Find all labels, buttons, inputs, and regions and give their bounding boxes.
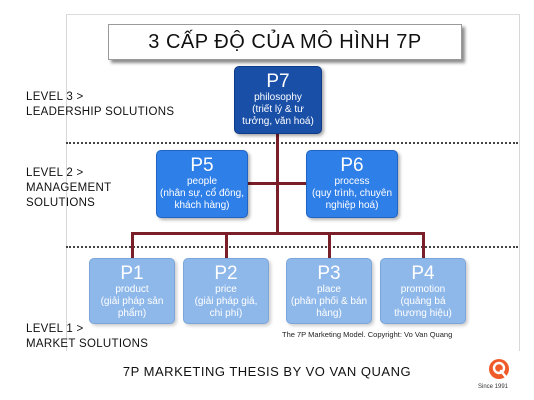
node-p1: P1 product (giải pháp sản phẩm)	[89, 258, 175, 324]
node-p5-desc: (nhân sự, cổ đông, khách hàng)	[160, 188, 244, 211]
level-1-line-1: LEVEL 1 >	[26, 323, 84, 335]
connector-p3	[328, 232, 331, 259]
node-p5-label: people	[186, 176, 218, 187]
node-p6-label: process	[334, 176, 370, 187]
node-p7: P7 philosophy (triết lý & tư tưởng, văn …	[234, 66, 322, 134]
node-p2-code: P2	[214, 263, 238, 284]
node-p4-code: P4	[411, 263, 435, 284]
connector-p1	[131, 232, 134, 259]
level-3-line-1: LEVEL 3 >	[26, 91, 84, 103]
level-1-line-2: MARKET SOLUTIONS	[26, 338, 149, 350]
node-p7-code: P7	[266, 71, 290, 92]
node-p5: P5 people (nhân sự, cổ đông, khách hàng)	[156, 150, 248, 218]
node-p1-label: product	[115, 284, 149, 295]
copyright-caption: The 7P Marketing Model. Copyright: Vo Va…	[282, 330, 453, 339]
node-p1-code: P1	[120, 263, 144, 284]
level-2-label: LEVEL 2 > MANAGEMENT SOLUTIONS	[26, 166, 111, 211]
node-p3-label: place	[317, 284, 341, 295]
node-p3-desc: (phân phối & bán hàng)	[290, 296, 368, 319]
divider-level-3	[66, 142, 518, 144]
level-2-line-1: LEVEL 2 >	[26, 167, 84, 179]
node-p7-label: philosophy	[254, 92, 302, 103]
node-p2: P2 price (giải pháp giá, chi phí)	[183, 258, 269, 324]
node-p6: P6 process (quy trình, chuyên nghiệp hoá…	[306, 150, 398, 218]
q-logo-icon	[489, 359, 509, 379]
level-2-line-2: MANAGEMENT	[26, 182, 112, 194]
node-p3: P3 place (phân phối & bán hàng)	[286, 258, 372, 324]
connector-p4	[422, 232, 425, 259]
page-title: 3 CẤP ĐỘ CỦA MÔ HÌNH 7P	[148, 30, 422, 53]
since-label: Since 1991	[478, 384, 509, 390]
node-p4-label: promotion	[400, 284, 446, 295]
level-2-line-3: SOLUTIONS	[26, 197, 96, 209]
level-3-label: LEVEL 3 > LEADERSHIP SOLUTIONS	[26, 90, 174, 120]
node-p6-desc: (quy trình, chuyên nghiệp hoá)	[311, 188, 393, 211]
node-p2-desc: (giải pháp giá, chi phí)	[194, 296, 258, 319]
node-p3-code: P3	[317, 263, 341, 284]
connector-p5-p6	[248, 182, 306, 185]
divider-level-2	[66, 246, 518, 248]
node-p7-desc: (triết lý & tư tưởng, văn hoá)	[242, 104, 314, 127]
node-p5-code: P5	[190, 155, 214, 176]
node-p4-desc: (quảng bá thương hiệu)	[394, 296, 452, 319]
connector-p2	[225, 232, 228, 259]
node-p6-code: P6	[340, 155, 364, 176]
connector-level-1-bar	[131, 232, 425, 235]
node-p4: P4 promotion (quảng bá thương hiệu)	[380, 258, 466, 324]
title-box: 3 CẤP ĐỘ CỦA MÔ HÌNH 7P	[108, 24, 462, 60]
level-1-label: LEVEL 1 > MARKET SOLUTIONS	[26, 322, 148, 352]
footer-title: 7P MARKETING THESIS BY VO VAN QUANG	[122, 364, 412, 379]
node-p1-desc: (giải pháp sản phẩm)	[100, 296, 164, 319]
node-p2-label: price	[215, 284, 237, 295]
level-3-line-2: LEADERSHIP SOLUTIONS	[26, 106, 175, 118]
